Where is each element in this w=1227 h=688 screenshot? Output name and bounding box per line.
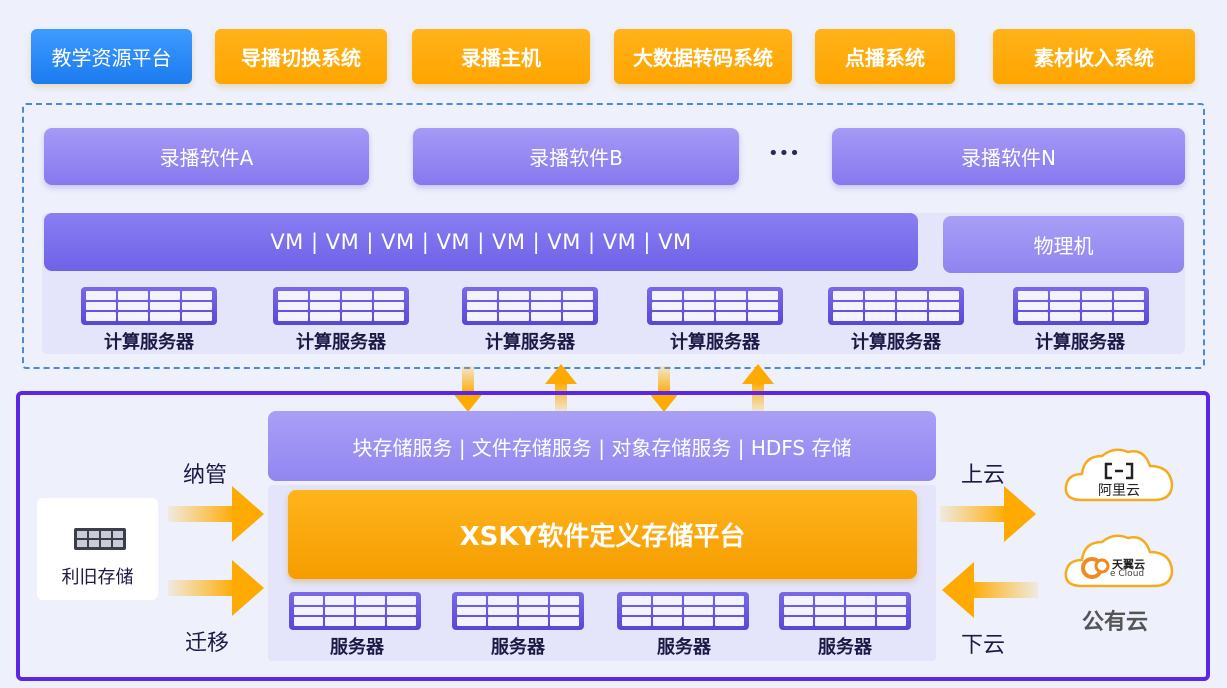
- compute-server-icon: [647, 287, 783, 325]
- arrow-down-icon: [648, 366, 680, 412]
- top-item-transcoding-system: 大数据转码系统: [614, 29, 792, 84]
- download-cloud-label: 下云: [961, 633, 1006, 658]
- legacy-storage-label: 利旧存储: [61, 567, 134, 588]
- top-item-resource-platform: 教学资源平台: [31, 29, 192, 84]
- legacy-arrows: [168, 486, 264, 616]
- compute-server-icon: [81, 287, 217, 325]
- public-cloud-label: 公有云: [1082, 610, 1149, 635]
- arrow-right-icon: [168, 560, 264, 616]
- storage-server-icon: [779, 592, 911, 630]
- top-item-switching-system: 导播切换系统: [215, 29, 387, 84]
- top-item-vod-system: 点播系统: [815, 29, 955, 84]
- upload-cloud-label: 上云: [961, 463, 1006, 488]
- storage-server-icon: [452, 592, 584, 630]
- manage-label: 纳管: [183, 463, 228, 488]
- compute-server-icon: [273, 287, 409, 325]
- compute-server-label: 计算服务器: [670, 332, 760, 353]
- compute-server-icon: [828, 287, 964, 325]
- physical-machine: 物理机: [943, 216, 1184, 273]
- arrow-down-icon: [452, 366, 484, 412]
- software-a: 录播软件A: [44, 128, 369, 185]
- tianyi-label: 天翼云: [1112, 558, 1145, 571]
- software-b: 录播软件B: [413, 128, 739, 185]
- arrow-up-icon: [742, 364, 774, 412]
- storage-services-bar: 块存储服务 | 文件存储服务 | 对象存储服务 | HDFS 存储: [268, 411, 936, 481]
- top-item-recording-host: 录播主机: [412, 29, 590, 84]
- compute-server-label: 计算服务器: [485, 332, 575, 353]
- aliyun-cloud-icon: [1064, 448, 1174, 502]
- storage-server-label: 服务器: [818, 637, 872, 658]
- compute-server-label: 计算服务器: [296, 332, 386, 353]
- vm-bar: VM | VM | VM | VM | VM | VM | VM | VM: [44, 213, 918, 271]
- arrow-up-icon: [545, 364, 577, 412]
- arrow-right-icon: [168, 486, 264, 542]
- storage-server-label: 服务器: [657, 637, 711, 658]
- compute-zone: [22, 103, 1205, 369]
- storage-zone: [16, 391, 1210, 681]
- software-n: 录播软件N: [832, 128, 1185, 185]
- storage-server-label: 服务器: [330, 637, 384, 658]
- aliyun-logo-icon: [1104, 462, 1134, 480]
- arrow-right-icon: [940, 486, 1036, 542]
- cloud-arrows: [940, 486, 1038, 618]
- ellipsis: •••: [768, 143, 800, 164]
- compute-server-label: 计算服务器: [851, 332, 941, 353]
- data-flow-arrows: [452, 364, 774, 412]
- top-item-material-system: 素材收入系统: [993, 29, 1195, 84]
- compute-server-label: 计算服务器: [1035, 332, 1125, 353]
- arrow-left-icon: [942, 562, 1038, 618]
- tianyi-cloud-icon: [1064, 534, 1174, 588]
- storage-server-icon: [617, 592, 749, 630]
- storage-server-icon: [289, 592, 421, 630]
- legacy-storage-box: 利旧存储: [37, 498, 158, 600]
- tianyi-logo-icon: [1081, 557, 1110, 579]
- xsky-platform: XSKY软件定义存储平台: [288, 490, 917, 579]
- compute-server-icon: [1013, 287, 1149, 325]
- compute-server-icon: [462, 287, 598, 325]
- storage-server-label: 服务器: [491, 637, 545, 658]
- migrate-label: 迁移: [185, 631, 230, 656]
- aliyun-label: 阿里云: [1098, 483, 1140, 499]
- server-rack-icon: [74, 528, 126, 550]
- compute-server-label: 计算服务器: [104, 332, 194, 353]
- tianyi-sub-label: e Cloud: [1110, 569, 1145, 579]
